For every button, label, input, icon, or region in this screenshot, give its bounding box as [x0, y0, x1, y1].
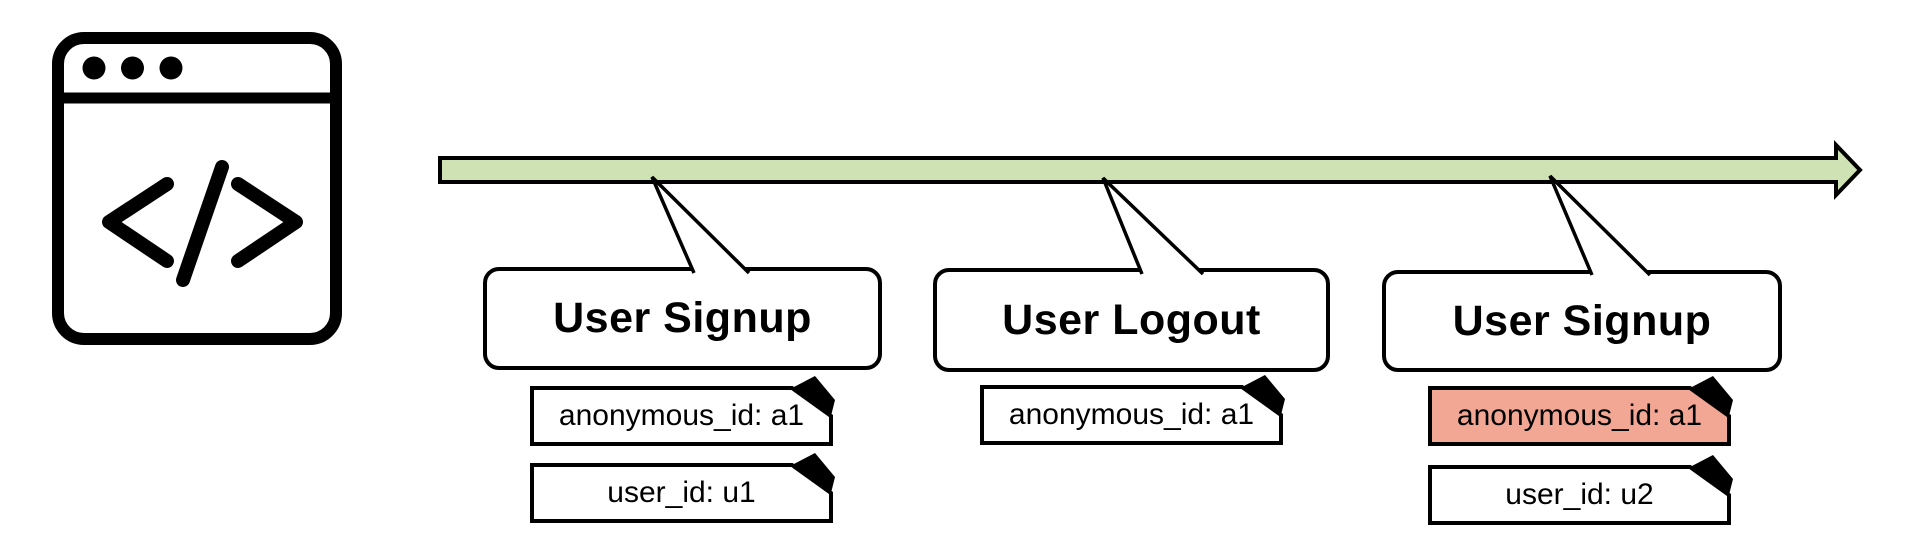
- property-tag: user_id: u1: [529, 451, 835, 527]
- tag-label: user_id: u2: [1505, 478, 1654, 511]
- folded-corner-icon: [1690, 455, 1733, 495]
- folded-corner-icon: [1690, 376, 1733, 416]
- tag-label: anonymous_id: a1: [1008, 398, 1255, 431]
- property-tag-highlighted: anonymous_id: a1: [1427, 374, 1733, 450]
- property-tag: anonymous_id: a1: [979, 373, 1285, 449]
- timeline-arrow: [438, 140, 1863, 200]
- event-title: User Signup: [553, 294, 812, 342]
- event-box-user-logout: User Logout: [933, 268, 1330, 372]
- property-tag: user_id: u2: [1427, 453, 1733, 529]
- note-shape: [980, 375, 1285, 445]
- folded-corner-icon: [792, 453, 835, 493]
- event-title: User Signup: [1452, 296, 1712, 345]
- window-dots-icon: [82, 56, 183, 80]
- tag-label: user_id: u1: [607, 476, 756, 509]
- note-shape: [1428, 455, 1733, 525]
- folded-corner-icon: [1242, 375, 1285, 415]
- code-glyph-icon: [102, 160, 303, 287]
- browser-window-icon: [52, 32, 342, 345]
- timeline-arrow-shape: [438, 140, 1863, 200]
- browser-window-frame: [52, 32, 342, 345]
- tag-label: anonymous_id: a1: [1456, 399, 1703, 432]
- note-shape: [530, 376, 835, 446]
- property-tag: anonymous_id: a1: [529, 374, 835, 450]
- event-box-user-signup-1: User Signup: [483, 267, 882, 370]
- note-shape: [1428, 376, 1733, 446]
- note-shape: [530, 453, 835, 523]
- tag-label: anonymous_id: a1: [558, 399, 805, 432]
- folded-corner-icon: [792, 376, 835, 416]
- event-box-user-signup-2: User Signup: [1382, 270, 1782, 372]
- event-title: User Logout: [1002, 295, 1261, 344]
